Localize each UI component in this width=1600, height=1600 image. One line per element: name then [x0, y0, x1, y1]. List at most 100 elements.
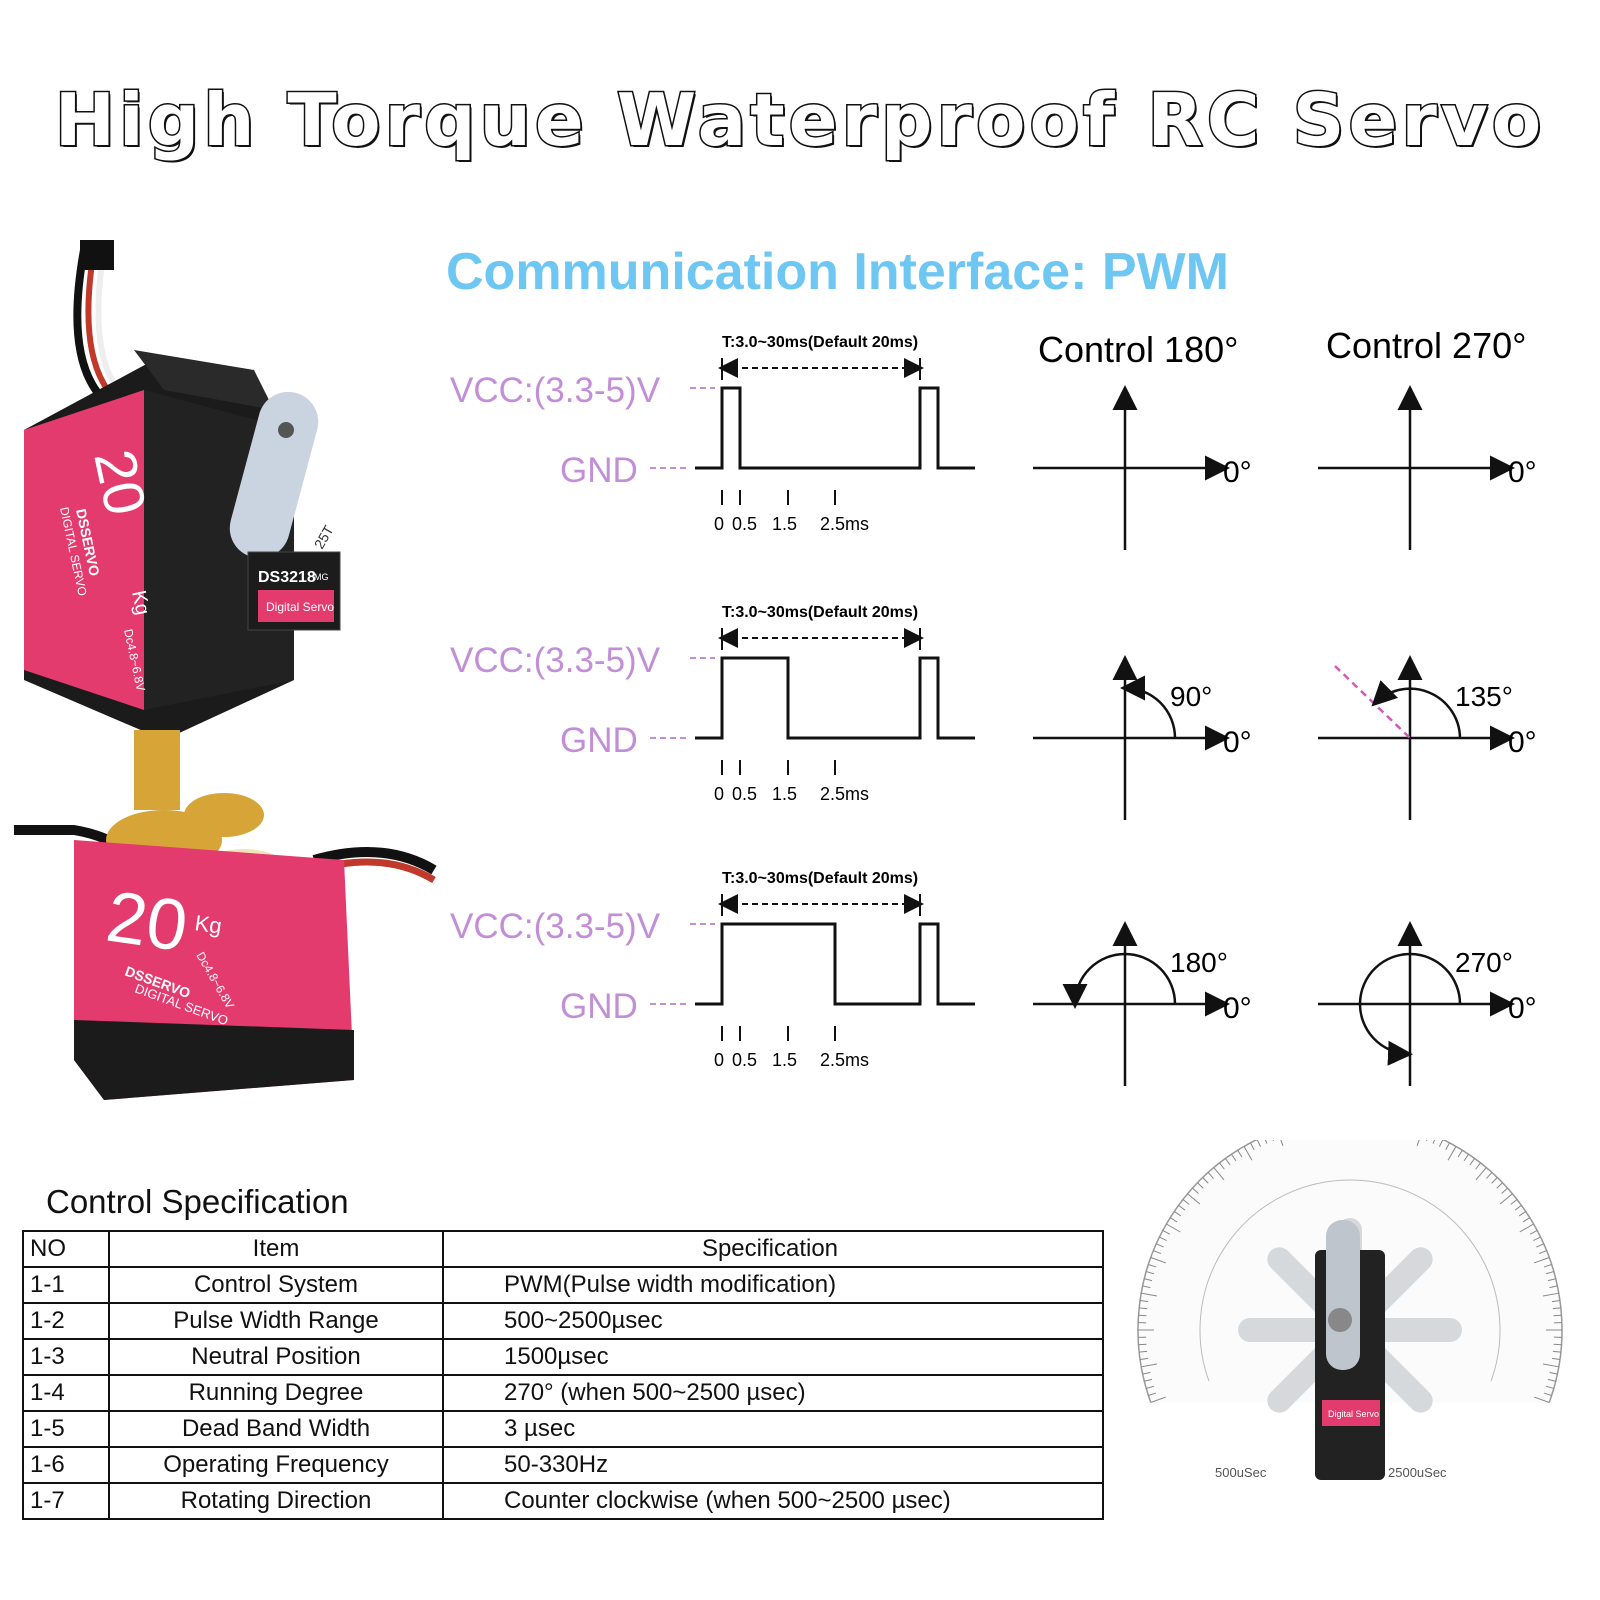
- protractor-tick: [1237, 1149, 1243, 1158]
- protractor-tick: [1475, 1167, 1487, 1181]
- control-spec-title: Control Specification: [46, 1183, 349, 1220]
- no-cell: 1-4: [22, 1374, 110, 1412]
- time-tick-label: 2.5ms: [820, 784, 869, 804]
- angle-label: 180°: [1170, 947, 1228, 978]
- protractor-tick: [1148, 1264, 1157, 1268]
- protractor-tick: [1469, 1158, 1476, 1166]
- item-cell: Item: [108, 1230, 444, 1268]
- protractor-tick: [1142, 1285, 1151, 1289]
- spec-cell: PWM(Pulse width modification): [442, 1266, 1104, 1304]
- rotation-arc: [1358, 952, 1462, 1066]
- time-tick-label: 0: [714, 1050, 724, 1070]
- period-label: T:3.0~30ms(Default 20ms): [722, 870, 918, 887]
- protractor-tick: [1533, 1236, 1541, 1242]
- protractor-tick: [1549, 1285, 1558, 1289]
- time-tick-label: 2.5ms: [820, 1050, 869, 1070]
- protractor-tick: [1551, 1357, 1561, 1360]
- protractor-tick: [1146, 1385, 1155, 1389]
- protractor-inner-arc: [1199, 1179, 1501, 1382]
- no-cell: 1-1: [22, 1266, 110, 1304]
- zero-degree-label: 0°: [1508, 992, 1537, 1025]
- zero-degree-label: 0°: [1223, 456, 1252, 489]
- no-cell: 1-5: [22, 1410, 110, 1448]
- time-tick-label: 0.5: [732, 514, 757, 534]
- gnd-label: GND: [560, 721, 638, 760]
- protractor-tick: [1445, 1142, 1450, 1151]
- pwm-waveform: [695, 656, 975, 740]
- protractor-tick: [1148, 1392, 1157, 1396]
- time-tick-label: 2.5ms: [820, 514, 869, 534]
- protractor-tick: [1518, 1211, 1527, 1217]
- time-tick-label: 1.5: [772, 784, 797, 804]
- protractor-tick: [1231, 1153, 1237, 1162]
- item-cell: Control System: [108, 1266, 444, 1304]
- top-servo-unit: Kg: [127, 588, 154, 617]
- protractor-tick: [1553, 1314, 1562, 1317]
- protractor-tick: [1144, 1278, 1153, 1282]
- item-cell: Operating Frequency: [108, 1446, 444, 1484]
- spec-cell: Specification: [442, 1230, 1104, 1268]
- no-cell: 1-7: [22, 1482, 110, 1520]
- period-label: T:3.0~30ms(Default 20ms): [722, 604, 918, 621]
- item-cell: Rotating Direction: [108, 1482, 444, 1520]
- pwm-waveform: [695, 386, 975, 470]
- protractor-tick: [1162, 1230, 1171, 1235]
- control-180-axes: 0° 90°: [1033, 655, 1252, 820]
- protractor-left-label: 500uSec: [1215, 1465, 1267, 1480]
- zero-degree-label: 0°: [1223, 992, 1252, 1025]
- protractor-tick: [1529, 1230, 1538, 1235]
- protractor-tick: [1213, 1167, 1225, 1181]
- protractor-tick: [1463, 1153, 1469, 1162]
- protractor-tick: [1169, 1217, 1178, 1223]
- protractor-tick: [1551, 1300, 1561, 1303]
- vcc-label: VCC:(3.3-5)V: [450, 371, 661, 410]
- protractor-tick: [1243, 1146, 1253, 1161]
- protractor-tick: [1224, 1158, 1231, 1166]
- control-270-axes: 0°: [1318, 385, 1537, 550]
- protractor-tick: [1552, 1307, 1561, 1310]
- zero-degree-label: 0°: [1223, 726, 1252, 759]
- protractor-tick: [1197, 1182, 1204, 1189]
- time-tick-label: 0.5: [732, 1050, 757, 1070]
- rotation-arc: [1062, 952, 1177, 1009]
- protractor-tick: [1250, 1142, 1255, 1151]
- protractor-tick: [1139, 1350, 1148, 1353]
- control-180-axes: 0°: [1033, 385, 1252, 550]
- protractor-tick: [1182, 1199, 1190, 1205]
- protractor-tick: [1491, 1177, 1498, 1184]
- vcc-label: VCC:(3.3-5)V: [450, 641, 661, 680]
- protractor-tick: [1178, 1204, 1186, 1211]
- bottom-servo-unit: Kg: [193, 910, 223, 939]
- vcc-label: VCC:(3.3-5)V: [450, 907, 661, 946]
- protractor-tick: [1553, 1343, 1562, 1346]
- rotation-arc: [1120, 675, 1177, 739]
- protractor-tick: [1522, 1217, 1531, 1223]
- protractor-tick: [1146, 1271, 1155, 1275]
- period-label: T:3.0~30ms(Default 20ms): [722, 334, 918, 351]
- angle-label: 270°: [1455, 947, 1513, 978]
- protractor-tick: [1139, 1357, 1149, 1360]
- rotation-arc: [1371, 680, 1462, 739]
- main-title: High Torque Waterproof RC Servo: [53, 77, 1546, 164]
- protractor-tick: [1545, 1385, 1554, 1389]
- angle-label: 90°: [1170, 681, 1212, 712]
- protractor-tick: [1138, 1314, 1147, 1317]
- protractor-tick: [1141, 1292, 1158, 1297]
- protractor-tick: [1141, 1363, 1158, 1368]
- gnd-label: GND: [560, 451, 638, 490]
- protractor-tick: [1510, 1199, 1518, 1205]
- control-270-axes: 0°135°: [1318, 655, 1537, 820]
- time-tick-label: 0: [714, 514, 724, 534]
- protractor-tick: [1202, 1177, 1209, 1184]
- spec-cell: 500~2500µsec: [442, 1302, 1104, 1340]
- control-180-axes: 0° 180°: [1033, 921, 1252, 1086]
- protractor-tick: [1142, 1371, 1151, 1375]
- top-servo-model: DS3218: [258, 569, 316, 586]
- protractor-tick: [1547, 1278, 1556, 1282]
- protractor-tick: [1447, 1146, 1457, 1161]
- top-servo-capacity: 20: [81, 444, 158, 521]
